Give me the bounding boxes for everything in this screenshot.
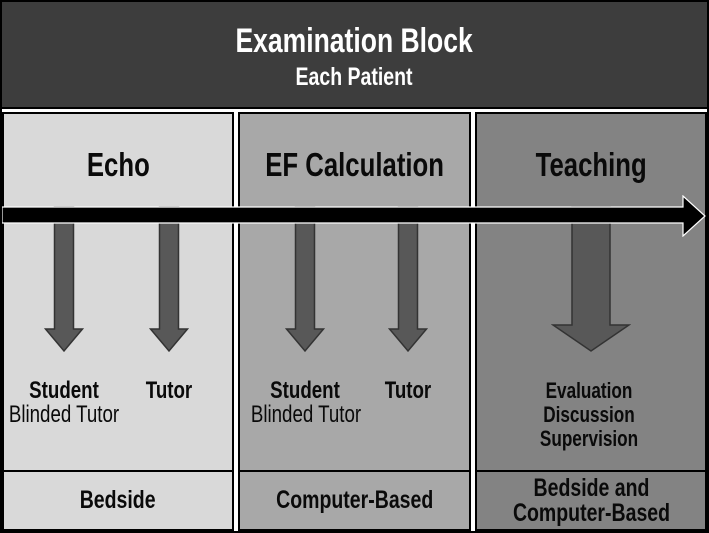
column-ef-body <box>240 216 469 470</box>
column-teaching-title-row: Teaching <box>477 114 705 216</box>
echo-tutor-down-arrow-icon <box>149 206 189 353</box>
page-title: Examination Block <box>235 22 474 60</box>
header-subtitle-row: Each Patient <box>2 64 707 90</box>
ef-tutor-down-arrow-icon <box>388 206 428 353</box>
echo-student-down-arrow-icon <box>44 206 84 353</box>
page-subtitle: Each Patient <box>295 63 414 91</box>
examination-block-header: Examination Block Each Patient <box>2 2 707 109</box>
column-echo-body <box>4 216 232 470</box>
teaching-activity-evaluation: Evaluation <box>545 378 633 403</box>
echo-student-label: Student <box>29 377 99 404</box>
teaching-activity-discussion: Discussion <box>543 402 635 427</box>
timeline-right-arrow-icon <box>2 195 706 237</box>
column-ef-calculation: EF Calculation Computer-Based <box>237 112 472 531</box>
column-teaching-title: Teaching <box>535 146 647 183</box>
teaching-down-arrow-icon <box>551 206 631 352</box>
column-echo-footer-label: Bedside <box>80 486 156 514</box>
column-teaching-footer: Bedside and Computer-Based <box>477 470 706 529</box>
ef-blinded-tutor-label: Blinded Tutor <box>250 401 362 428</box>
teaching-activities: Evaluation Discussion Supervision <box>526 379 652 451</box>
ef-tutor-label: Tutor <box>384 377 432 404</box>
column-echo: Echo Bedside <box>2 112 234 531</box>
echo-blinded-tutor-label: Blinded Tutor <box>8 401 120 428</box>
teaching-activity-supervision: Supervision <box>539 426 639 451</box>
ef-student-label: Student <box>270 377 340 404</box>
header-title-row: Examination Block <box>2 23 707 59</box>
ef-student-down-arrow-icon <box>285 206 325 353</box>
column-ef-title: EF Calculation <box>265 146 444 183</box>
column-ef-footer-label: Computer-Based <box>275 486 434 514</box>
column-echo-footer: Bedside <box>4 470 232 529</box>
column-echo-title: Echo <box>86 146 150 183</box>
column-echo-title-row: Echo <box>4 114 232 216</box>
column-ef-title-row: EF Calculation <box>240 114 469 216</box>
column-teaching-footer-label: Bedside and Computer-Based <box>512 473 670 527</box>
column-ef-footer: Computer-Based <box>239 470 470 529</box>
echo-tutor-label: Tutor <box>145 377 193 404</box>
